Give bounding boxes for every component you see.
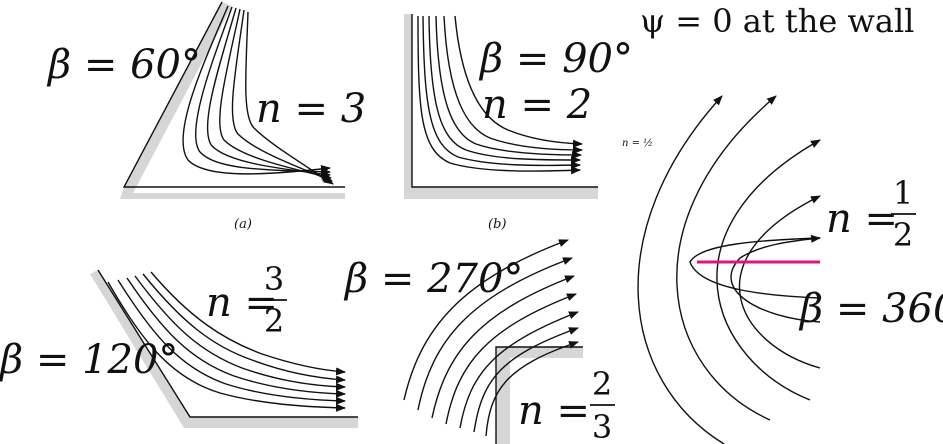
panel-a-streamlines bbox=[182, 5, 334, 185]
panel-d-wall bbox=[496, 347, 583, 444]
panel-a-caption: (a) bbox=[234, 217, 252, 232]
panel-c-wall bbox=[90, 270, 358, 428]
panel-d-n-prefix: n = bbox=[518, 388, 590, 434]
panel-a: β = 60° n = 3 (a) bbox=[46, 1, 366, 232]
panel-d: β = 270° n = 2 3 bbox=[343, 239, 615, 444]
panel-b-wall-edge bbox=[411, 14, 598, 188]
panel-b-streamlines bbox=[417, 15, 583, 175]
panel-e-n-denominator: 2 bbox=[893, 216, 913, 254]
panel-e: n = ½ β = 360° n = 1 2 bbox=[622, 95, 943, 444]
panel-a-n-label: n = 3 bbox=[256, 86, 366, 132]
panel-b-beta-label: β = 90° bbox=[478, 36, 633, 82]
panel-d-n-numerator: 2 bbox=[592, 365, 612, 403]
panel-d-beta-label: β = 270° bbox=[343, 256, 523, 302]
panel-c-n-numerator: 3 bbox=[264, 260, 284, 298]
panel-c: β = 120° n = 3 2 bbox=[0, 260, 358, 428]
panel-e-beta-label: β = 360° bbox=[798, 286, 943, 332]
panel-e-small-n-label: n = ½ bbox=[622, 138, 653, 149]
panel-a-beta-label: β = 60° bbox=[46, 42, 201, 88]
panel-c-n-prefix: n = bbox=[206, 280, 278, 326]
panel-d-streamlines bbox=[403, 239, 579, 437]
panel-e-n-numerator: 1 bbox=[893, 174, 913, 212]
panel-c-n-denominator: 2 bbox=[264, 302, 284, 340]
panel-e-n-prefix: n = bbox=[826, 196, 898, 242]
panel-c-beta-label: β = 120° bbox=[0, 337, 178, 383]
panel-a-wall-edge bbox=[122, 1, 345, 188]
psi-wall-label: ψ = 0 at the wall bbox=[640, 2, 914, 40]
panel-e-streamlines bbox=[637, 95, 821, 444]
panel-c-wall-edge bbox=[97, 269, 358, 418]
panel-b-n-label: n = 2 bbox=[482, 82, 592, 128]
panel-b-caption: (b) bbox=[488, 217, 506, 232]
panel-c-streamlines bbox=[107, 271, 346, 412]
panel-d-n-denominator: 3 bbox=[592, 408, 612, 444]
panel-b: β = 90° n = 2 (b) bbox=[404, 14, 633, 232]
panel-d-wall-edge bbox=[495, 346, 583, 444]
